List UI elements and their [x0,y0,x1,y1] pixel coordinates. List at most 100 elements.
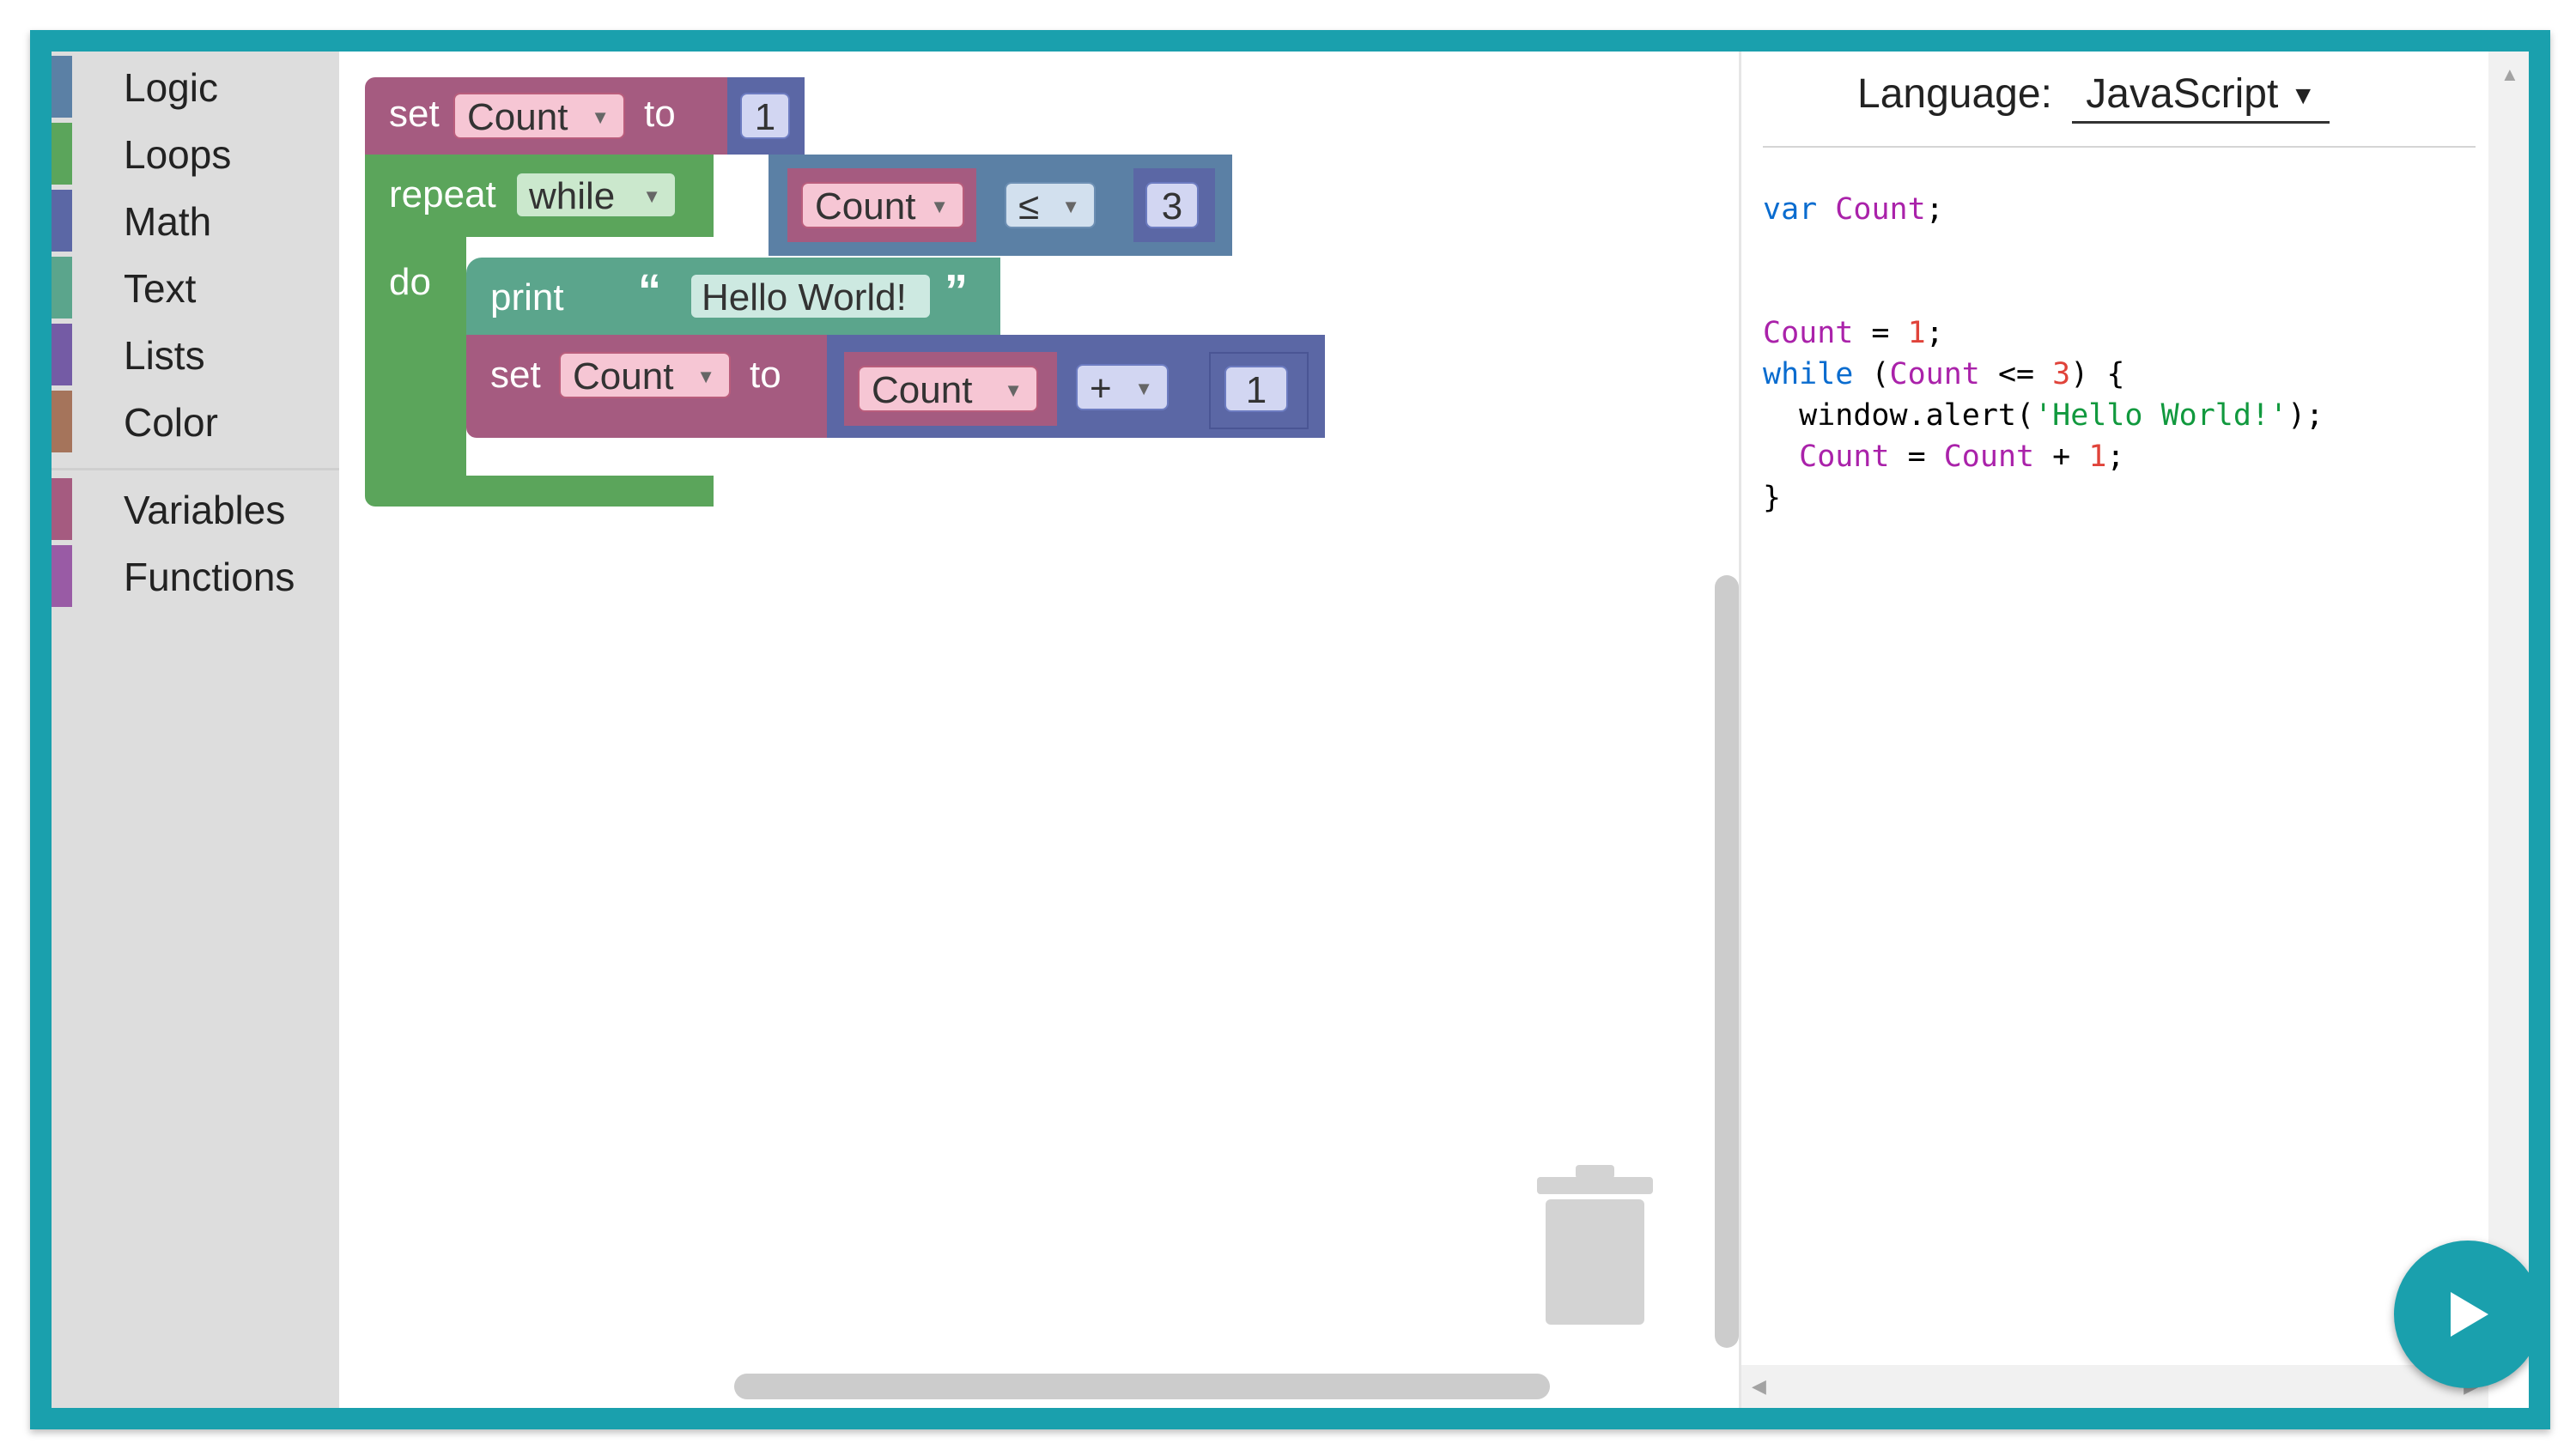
category-label: Text [124,266,197,311]
category-label: Loops [124,132,232,177]
language-selector: Language: JavaScript ▼ [1857,70,2330,124]
loop-mode: while [529,175,616,217]
category-color-swatch [52,545,72,607]
scroll-left-arrow-icon[interactable]: ◀ [1752,1375,1766,1397]
category-color[interactable]: Color [52,391,339,452]
caret-down-icon: ▼ [930,196,949,217]
variable-dropdown[interactable]: Count ▼ [858,366,1038,412]
code-vertical-scrollbar[interactable]: ▲ ▼ [2488,52,2529,1356]
variable-get-block[interactable]: Count ▼ [787,168,976,242]
number-field[interactable]: 1 [1224,366,1288,412]
category-loops[interactable]: Loops [52,123,339,185]
close-quote: ” [945,265,968,317]
code-line: while (Count <= 3) { [1763,357,2125,391]
caret-down-icon: ▼ [642,185,661,207]
block-keyword-set: set [490,354,541,396]
arithmetic-block[interactable]: Count▼ +▼ 1 [827,335,1325,438]
operator-dropdown[interactable]: +▼ [1076,364,1169,410]
category-label: Variables [124,488,286,532]
category-label: Logic [124,65,218,110]
block-keyword-repeat: repeat [389,173,496,215]
repeat-while-block[interactable]: repeat while ▼ [365,155,714,237]
workspace-horizontal-scrollbar[interactable] [734,1374,1550,1399]
block-keyword-to: to [750,354,781,396]
category-color-swatch [52,478,72,540]
caret-down-icon: ▼ [1004,379,1023,401]
variable-name: Count [573,355,674,397]
set-variable-block[interactable]: set Count▼ to [365,77,727,155]
workspace-vertical-scrollbar[interactable] [1715,575,1739,1348]
category-color-swatch [52,257,72,318]
category-label: Color [124,400,218,445]
generated-code: var Count; Count = 1; while (Count <= 3)… [1763,189,2324,519]
number-value: 1 [754,96,776,138]
variable-dropdown[interactable]: Count▼ [453,93,625,139]
language-dropdown[interactable]: JavaScript ▼ [2072,70,2330,124]
print-block[interactable]: print [466,258,614,335]
code-line: window.alert('Hello World!'); [1763,398,2324,433]
language-label: Language: [1857,71,2052,117]
category-color-swatch [52,123,72,185]
run-button[interactable] [2394,1241,2529,1388]
operator-symbol: + [1090,367,1112,410]
category-functions[interactable]: Functions [52,545,339,607]
loop-mode-dropdown[interactable]: while ▼ [515,172,677,218]
compare-block[interactable]: Count▼ ≤▼ 3 [769,155,1232,256]
language-value: JavaScript [2086,71,2279,117]
code-line: Count = Count + 1; [1799,440,2125,474]
app-frame: Logic Loops Math Text Lists Color [30,30,2550,1429]
category-label: Lists [124,333,205,378]
variable-dropdown[interactable]: Count ▼ [559,352,731,398]
number-block[interactable]: 1 [727,77,805,155]
category-text[interactable]: Text [52,257,339,318]
code-horizontal-scrollbar[interactable]: ◀ ▶ [1741,1365,2488,1408]
category-math[interactable]: Math [52,190,339,252]
category-label: Functions [124,555,295,599]
code-line: } [1763,481,1782,515]
repeat-while-body-rail: do [365,237,466,476]
variable-name: Count [815,185,916,228]
number-block[interactable]: 3 [1133,168,1215,242]
open-quote: “ [638,265,661,317]
set-variable-block[interactable]: set Count ▼ to [466,335,827,438]
number-value: 3 [1161,185,1183,228]
number-field[interactable]: 3 [1145,182,1199,228]
caret-down-icon: ▼ [1134,378,1153,399]
text-value: Hello World! [702,276,907,318]
scroll-up-arrow-icon[interactable]: ▲ [2500,64,2519,85]
variable-name: Count [467,96,568,138]
caret-down-icon: ▼ [1061,196,1080,217]
operator-dropdown[interactable]: ≤▼ [1005,182,1096,228]
variable-name: Count [872,369,973,411]
block-keyword-set: set [389,93,440,135]
variable-dropdown[interactable]: Count ▼ [801,182,964,228]
block-keyword-to: to [644,93,676,135]
blocks-workspace[interactable]: set Count ▼ to 1 repeat while ▼ do [339,52,1739,1408]
category-logic[interactable]: Logic [52,56,339,118]
repeat-while-footer [365,476,714,507]
code-line: var Count; [1763,192,1944,227]
toolbox: Logic Loops Math Text Lists Color [52,52,339,1408]
text-block[interactable]: “ Hello World! ” [614,258,1000,335]
toolbox-separator [52,468,339,470]
caret-down-icon: ▼ [2290,82,2317,111]
number-block[interactable]: 1 [1209,352,1309,429]
trash-icon[interactable] [1537,1163,1653,1326]
number-value: 1 [1245,369,1267,411]
category-label: Math [124,199,212,244]
block-keyword-print: print [490,276,564,318]
category-variables[interactable]: Variables [52,478,339,540]
caret-down-icon: ▼ [696,366,715,387]
text-field[interactable]: Hello World! [690,273,932,319]
play-icon [2451,1292,2488,1337]
code-line: Count = 1; [1763,316,1944,350]
category-color-swatch [52,391,72,452]
variable-get-block[interactable]: Count ▼ [844,352,1057,426]
block-keyword-do: do [389,261,431,303]
category-color-swatch [52,324,72,385]
app-inner: Logic Loops Math Text Lists Color [52,52,2529,1408]
category-lists[interactable]: Lists [52,324,339,385]
number-field[interactable]: 1 [740,93,790,139]
panel-divider [1763,146,2476,148]
operator-symbol: ≤ [1018,185,1040,228]
